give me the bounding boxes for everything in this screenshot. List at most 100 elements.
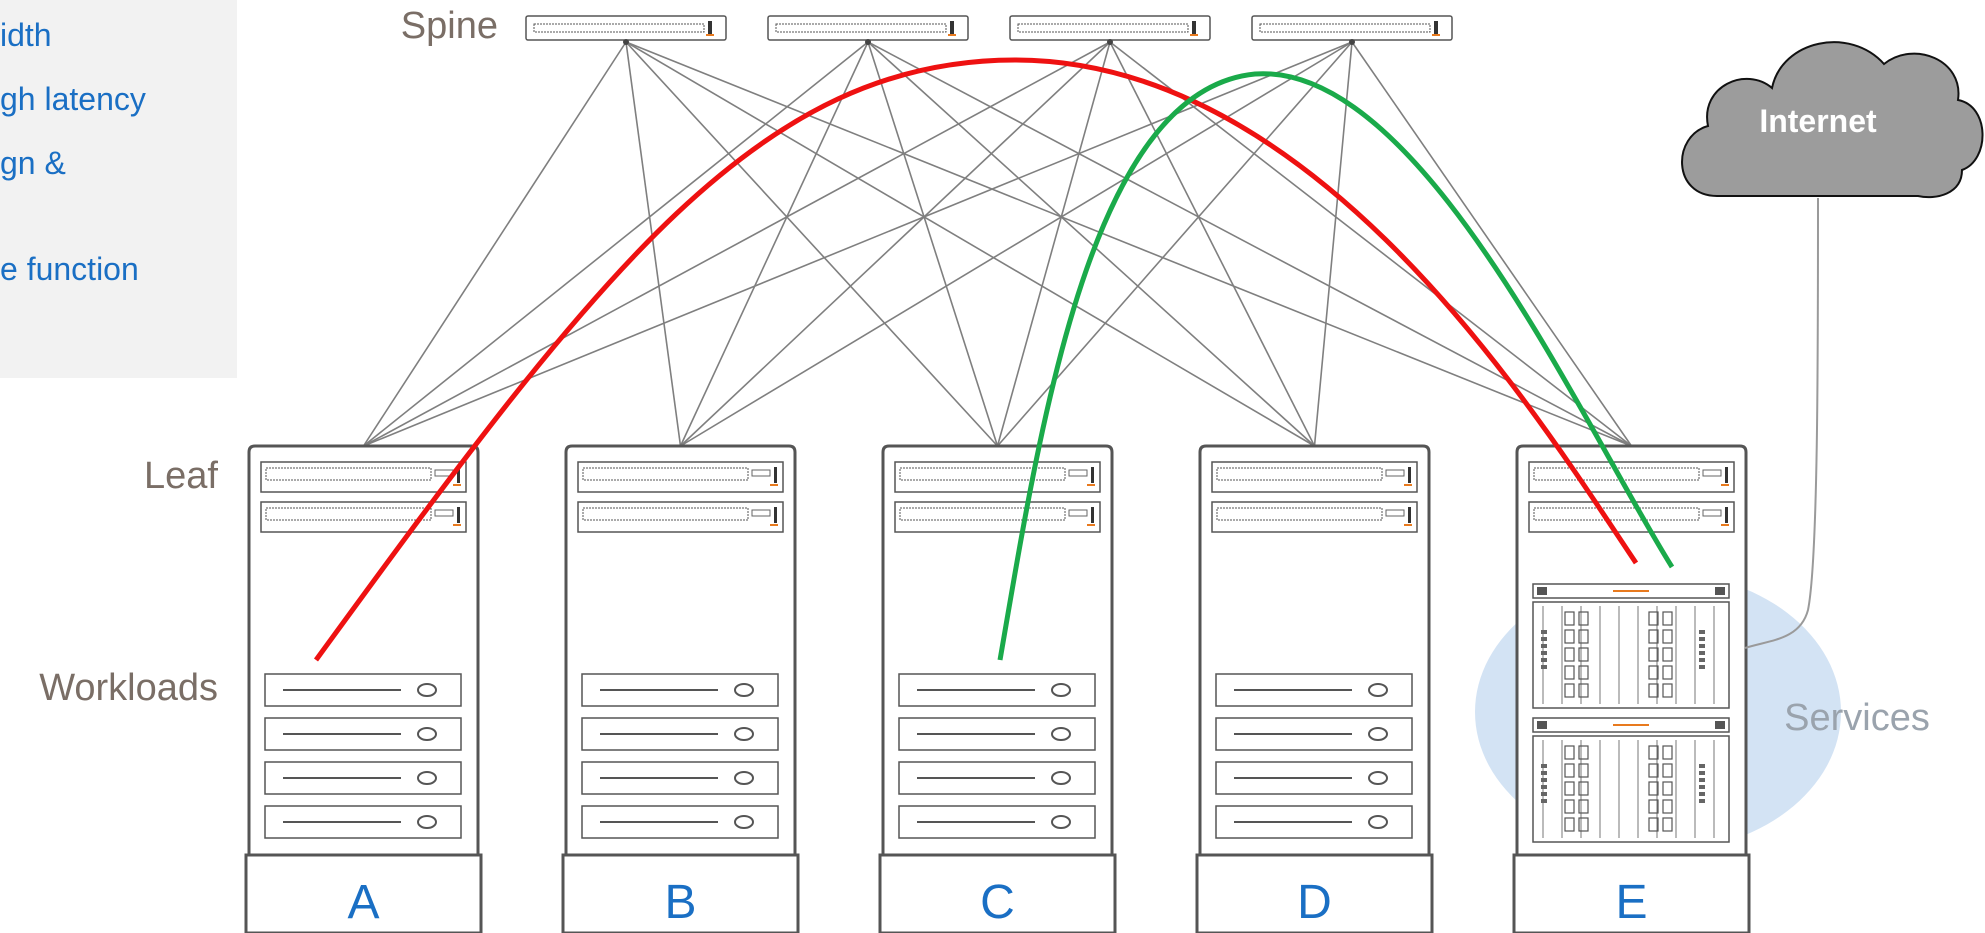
leaf-switch xyxy=(1528,501,1735,533)
power-led-icon xyxy=(734,683,754,697)
rack-labels: A B C D E xyxy=(347,876,1647,929)
server-unit xyxy=(1215,717,1413,751)
power-led-icon xyxy=(1051,683,1071,697)
server-unit xyxy=(1215,761,1413,795)
rack-label-e: E xyxy=(1615,876,1647,929)
mesh-link xyxy=(362,41,869,447)
rack-base xyxy=(878,853,1117,933)
spine-switch xyxy=(1251,15,1453,45)
rack-label-a: A xyxy=(347,876,379,929)
mesh-link xyxy=(867,41,1316,447)
mesh-link xyxy=(625,41,1632,447)
leaf-switch xyxy=(577,501,784,533)
leaf-switch xyxy=(260,501,467,533)
power-led-icon xyxy=(1051,771,1071,785)
rack-base xyxy=(1195,853,1434,933)
note-line-1: idth xyxy=(0,17,52,53)
service-appliance xyxy=(1532,583,1730,709)
rack-label-c: C xyxy=(980,876,1015,929)
server-unit xyxy=(1215,673,1413,707)
green-traffic-path xyxy=(997,71,1675,661)
server-unit xyxy=(581,673,779,707)
mesh-link xyxy=(363,41,1111,447)
power-led-icon xyxy=(417,815,437,829)
power-led-icon xyxy=(1051,727,1071,741)
mesh-link xyxy=(679,41,869,447)
note-line-3: gn & xyxy=(0,145,66,181)
note-line-5: e function xyxy=(0,251,139,287)
rack-b xyxy=(561,444,800,933)
leaf-switch xyxy=(894,461,1101,493)
power-led-icon xyxy=(417,683,437,697)
services-label: Services xyxy=(1784,697,1930,739)
server-unit xyxy=(264,761,462,795)
internet-uplink xyxy=(1744,197,1819,649)
mesh-link xyxy=(625,41,682,447)
server-unit xyxy=(898,761,1096,795)
leaf-switch xyxy=(1528,461,1735,493)
leaf-switch xyxy=(894,501,1101,533)
server-unit xyxy=(898,717,1096,751)
spine-port-icon xyxy=(865,39,871,45)
spine-port-icon xyxy=(1349,39,1355,45)
power-led-icon xyxy=(417,727,437,741)
mesh-link xyxy=(625,41,1315,447)
notes-panel xyxy=(0,0,237,378)
spine-switch xyxy=(767,15,969,45)
leaf-switch xyxy=(1211,501,1418,533)
rack-d xyxy=(1195,444,1434,933)
server-unit xyxy=(581,805,779,839)
mesh-link xyxy=(679,41,1111,447)
server-unit xyxy=(264,805,462,839)
power-led-icon xyxy=(1368,727,1388,741)
server-unit xyxy=(898,673,1096,707)
spine-port-icon xyxy=(623,39,629,45)
racks xyxy=(244,444,1751,933)
rack-c xyxy=(878,444,1117,933)
leaf-switch xyxy=(577,461,784,493)
mesh-link xyxy=(362,41,627,447)
power-led-icon xyxy=(734,771,754,785)
service-appliance xyxy=(1532,717,1730,843)
service-appliances xyxy=(1532,583,1730,843)
mesh-link xyxy=(680,41,1353,447)
server-unit xyxy=(581,761,779,795)
power-led-icon xyxy=(1368,771,1388,785)
server-unit xyxy=(581,717,779,751)
power-led-icon xyxy=(1051,815,1071,829)
mesh-link xyxy=(1109,41,1632,447)
mesh-link xyxy=(1313,41,1353,447)
mesh-link xyxy=(867,41,1632,447)
mesh-link xyxy=(996,41,1111,447)
mesh-link xyxy=(1351,41,1633,447)
server-unit xyxy=(1215,805,1413,839)
rack-base xyxy=(561,853,800,933)
rack-a xyxy=(244,444,483,933)
rack-label-d: D xyxy=(1297,876,1332,929)
spine-port-icon xyxy=(1107,39,1113,45)
power-led-icon xyxy=(734,727,754,741)
rack-base xyxy=(1512,853,1751,933)
red-traffic-path xyxy=(313,57,1639,662)
spine-label: Spine xyxy=(401,5,498,47)
spine-switch xyxy=(525,15,727,45)
mesh-link xyxy=(867,41,999,447)
spine-switches xyxy=(525,15,1453,45)
rack-label-b: B xyxy=(664,876,696,929)
power-led-icon xyxy=(417,771,437,785)
power-led-icon xyxy=(734,815,754,829)
workloads-label: Workloads xyxy=(39,667,218,709)
mesh-link xyxy=(363,41,1353,447)
server-unit xyxy=(264,717,462,751)
spine-leaf-links xyxy=(362,41,1633,447)
leaf-switch xyxy=(1211,461,1418,493)
note-line-2: gh latency xyxy=(0,81,146,117)
leaf-label: Leaf xyxy=(144,455,218,497)
leaf-switch xyxy=(260,461,467,493)
rack-base xyxy=(244,853,483,933)
server-unit xyxy=(898,805,1096,839)
internet-cloud-icon xyxy=(1681,41,1984,199)
mesh-link xyxy=(1109,41,1316,447)
server-unit xyxy=(264,673,462,707)
